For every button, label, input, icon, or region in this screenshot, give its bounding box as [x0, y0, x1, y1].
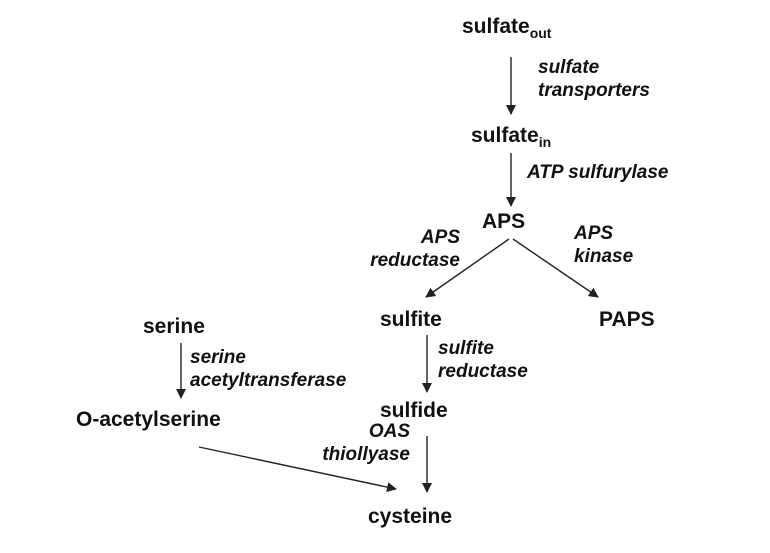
enzyme-line: ATP sulfurylase	[527, 162, 669, 183]
node-sulfate-out: sulfateout	[462, 15, 551, 40]
enzyme-aps-kinase: APS kinase	[574, 222, 633, 268]
node-o-acetylserine: O-acetylserine	[76, 408, 221, 431]
enzyme-line: transporters	[538, 80, 650, 101]
enzyme-line: acetyltransferase	[190, 370, 347, 391]
node-serine: serine	[143, 315, 205, 338]
node-sulfate-in: sulfatein	[471, 124, 551, 149]
enzyme-sulfate-transporters: sulfate transporters	[538, 56, 650, 102]
enzyme-line: thiollyase	[322, 444, 410, 465]
enzyme-line: sulfate	[538, 57, 600, 78]
node-aps: APS	[482, 210, 526, 233]
sulfate-in-subscript: in	[538, 134, 552, 150]
arrow-o-acetylserine-to-cysteine	[198, 446, 397, 493]
enzyme-serine-acetyltransferase: serine acetyltransferase	[190, 346, 346, 392]
node-sulfite: sulfite	[380, 308, 442, 331]
node-cysteine: cysteine	[368, 505, 453, 528]
enzyme-line: OAS	[368, 421, 410, 442]
enzyme-aps-reductase: APS reductase	[333, 226, 460, 272]
enzyme-atp-sulfurylase: ATP sulfurylase	[527, 161, 669, 184]
enzyme-line: kinase	[574, 246, 634, 267]
enzyme-line: APS	[420, 227, 460, 248]
node-paps: PAPS	[599, 308, 655, 331]
sulfate-in-label: sulfate	[471, 124, 539, 147]
enzyme-sulfite-reductase: sulfite reductase	[438, 337, 528, 383]
enzyme-line: reductase	[370, 250, 460, 271]
enzyme-line: serine	[190, 347, 246, 368]
enzyme-oas-thiollyase: OAS thiollyase	[290, 420, 410, 466]
sulfate-out-subscript: out	[529, 25, 552, 41]
node-sulfide: sulfide	[380, 399, 448, 422]
enzyme-line: reductase	[438, 361, 528, 382]
arrow-aps-to-sulfite	[425, 238, 510, 298]
arrow-aps-to-paps	[512, 238, 599, 298]
sulfate-out-label: sulfate	[462, 15, 530, 38]
enzyme-line: APS	[574, 223, 614, 244]
enzyme-line: sulfite	[438, 338, 494, 359]
